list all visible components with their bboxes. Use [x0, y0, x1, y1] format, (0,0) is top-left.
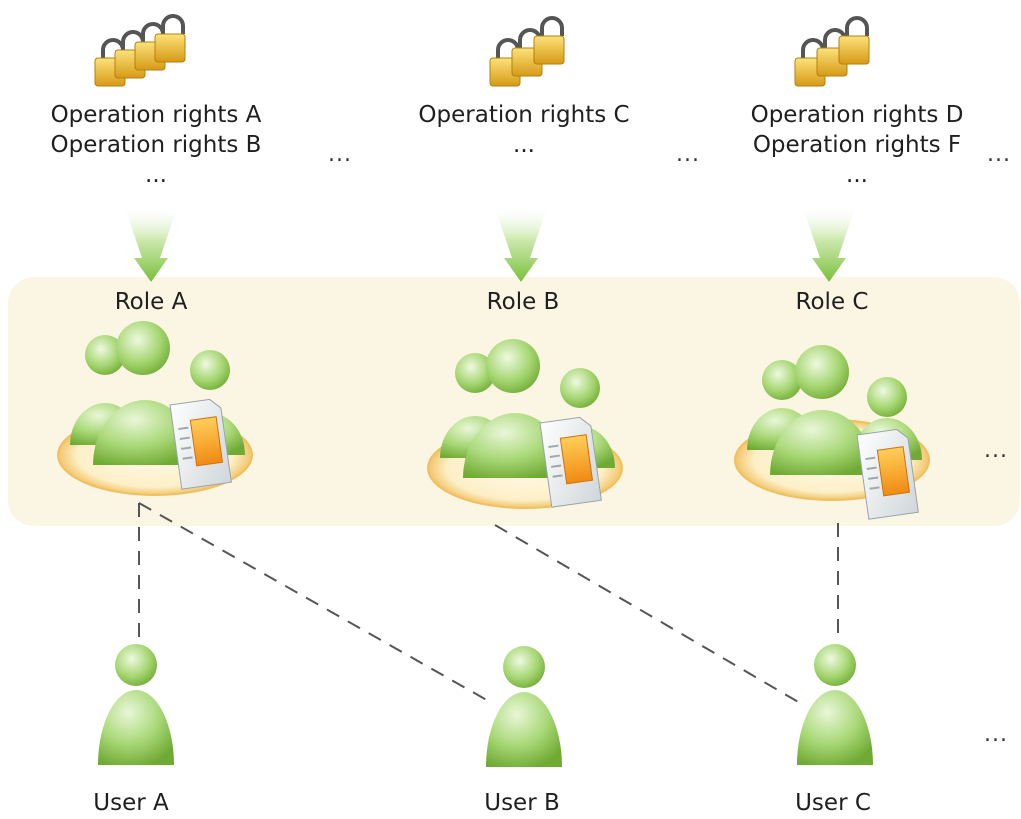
document-icon [856, 428, 919, 520]
user-icon [98, 644, 174, 765]
rights-line: ... [145, 162, 167, 188]
rights-group-c: Operation rights C ... [418, 100, 629, 160]
role-group-icon [427, 339, 623, 509]
roles-more-ellipsis: ... [984, 438, 1008, 463]
rights-group-a: Operation rights A Operation rights B ..… [51, 100, 262, 190]
users-more-ellipsis: ... [984, 722, 1008, 747]
role-group-icon [734, 345, 930, 520]
user-label-a: User A [93, 790, 169, 816]
rights-line: Operation rights A [50, 102, 262, 128]
line-role-a-user-b [138, 502, 493, 704]
rights-line: Operation rights B [50, 132, 262, 158]
document-icon [169, 398, 232, 490]
rights-group-d: Operation rights D Operation rights F ..… [751, 100, 964, 190]
rights-more-ellipsis: ... [676, 142, 700, 167]
rights-line: Operation rights C [418, 102, 630, 128]
user-label-b: User B [484, 790, 560, 816]
rights-line: ... [513, 132, 535, 158]
rights-line: Operation rights F [752, 132, 962, 158]
padlock-icon [489, 16, 565, 87]
role-label-a: Role A [114, 289, 188, 315]
arrow-down-icon [124, 205, 178, 282]
arrow-down-icon [494, 205, 548, 282]
padlock-icon [94, 14, 186, 87]
role-label-c: Role C [795, 289, 869, 315]
user-icon [797, 644, 873, 765]
user-icon [486, 646, 562, 767]
document-icon [539, 416, 602, 508]
role-group-icon [57, 321, 253, 496]
rights-more-ellipsis: ... [987, 142, 1011, 167]
line-role-b-user-c [494, 524, 801, 704]
arrow-down-icon [802, 205, 856, 282]
rights-line: ... [846, 162, 868, 188]
padlock-icon [794, 16, 870, 87]
rights-more-ellipsis: ... [328, 142, 352, 167]
role-label-b: Role B [486, 289, 560, 315]
rights-line: Operation rights D [750, 102, 964, 128]
user-label-c: User C [795, 790, 871, 816]
assignment-lines [138, 502, 839, 704]
